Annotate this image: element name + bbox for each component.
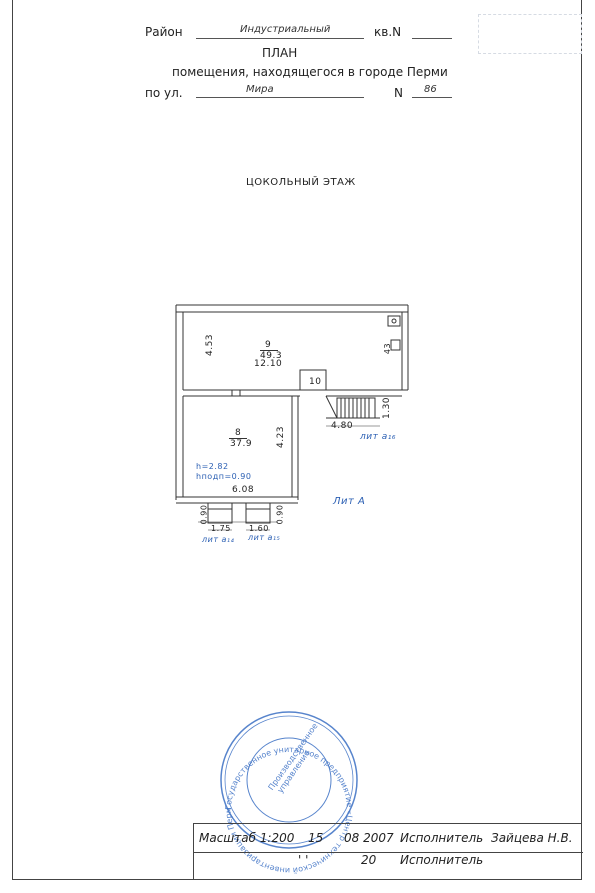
house-value: 86 (424, 84, 437, 95)
apartment-label: кв.N (374, 25, 402, 39)
dim-pit2-width: 1.60 (249, 524, 269, 533)
room10-number: 10 (309, 377, 322, 387)
date-rest: 08 2007 (344, 831, 394, 845)
scale-label: Масштаб 1:200 (199, 831, 295, 845)
faint-stamp-box (478, 14, 582, 54)
lit-main-label: Лит А (333, 496, 366, 507)
apartment-underline (412, 38, 452, 39)
house-label: N (394, 86, 403, 100)
executor2-label: Исполнитель (400, 853, 484, 867)
room8-area: 37.9 (230, 439, 253, 449)
executor1-label: Исполнитель (400, 831, 484, 845)
plan-title: ПЛАН (262, 46, 298, 60)
title-block (193, 823, 583, 880)
dim-room8-width: 6.08 (232, 485, 255, 495)
street-underline (196, 97, 364, 98)
room8-fraction-line (229, 438, 247, 439)
room8-number: 8 (235, 428, 242, 438)
executor1-name: Зайцева Н.В. (491, 831, 573, 845)
dim-room9-width: 12.10 (254, 359, 283, 369)
floor-title: ЦОКОЛЬНЫЙ ЭТАЖ (246, 177, 356, 188)
room9-number: 9 (265, 340, 272, 350)
height-under-label: hподп=0.90 (196, 472, 252, 481)
dim-pit1-width: 1.75 (211, 524, 231, 533)
district-value: Индустриальный (240, 24, 331, 35)
height-label: h=2.82 (196, 462, 229, 471)
room9-fraction-line (260, 350, 278, 351)
title-block-divider (194, 852, 583, 853)
district-label: Район (145, 25, 183, 39)
plan-subtitle: помещения, находящегося в городе Перми (172, 65, 448, 79)
page-frame (12, 0, 582, 880)
room9-area: 49.3 (260, 351, 283, 361)
lit-stair-label: лит a₁₆ (360, 432, 396, 442)
date-day: 15 (308, 831, 324, 845)
district-underline (196, 38, 364, 39)
dim-stair-bottom: 4.80 (331, 421, 354, 431)
lit-pit1-label: лит a₁₄ (202, 535, 235, 544)
street-label: по ул. (145, 86, 183, 100)
date2-marks: ' ' (298, 853, 309, 867)
house-underline (412, 97, 452, 98)
date2-year: 20 (361, 853, 377, 867)
street-value: Мира (246, 84, 274, 95)
lit-pit2-label: лит a₁₅ (248, 533, 281, 542)
